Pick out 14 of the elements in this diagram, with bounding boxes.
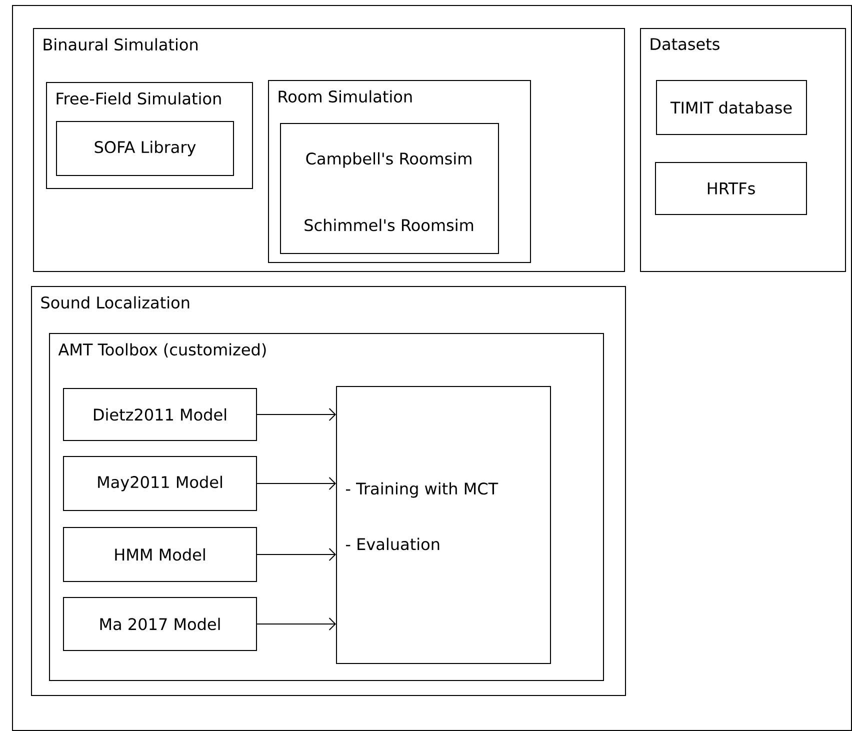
component-box: Ma 2017 Model <box>63 597 257 651</box>
component-box: Dietz2011 Model <box>63 388 257 441</box>
component-box: TIMIT database <box>656 80 807 135</box>
arrow <box>256 408 336 421</box>
arrow <box>256 618 336 630</box>
component-box: SOFA Library <box>56 121 234 176</box>
frame-box <box>12 5 852 731</box>
process-box: - Training with MCT - Evaluation <box>336 386 551 664</box>
component-box: HRTFs <box>655 162 807 215</box>
component-box: May2011 Model <box>63 456 257 511</box>
arrow <box>256 477 336 490</box>
arrow <box>256 548 336 561</box>
component-box: Campbell's Roomsim Schimmel's Roomsim <box>280 123 499 254</box>
component-box: HMM Model <box>63 527 257 582</box>
